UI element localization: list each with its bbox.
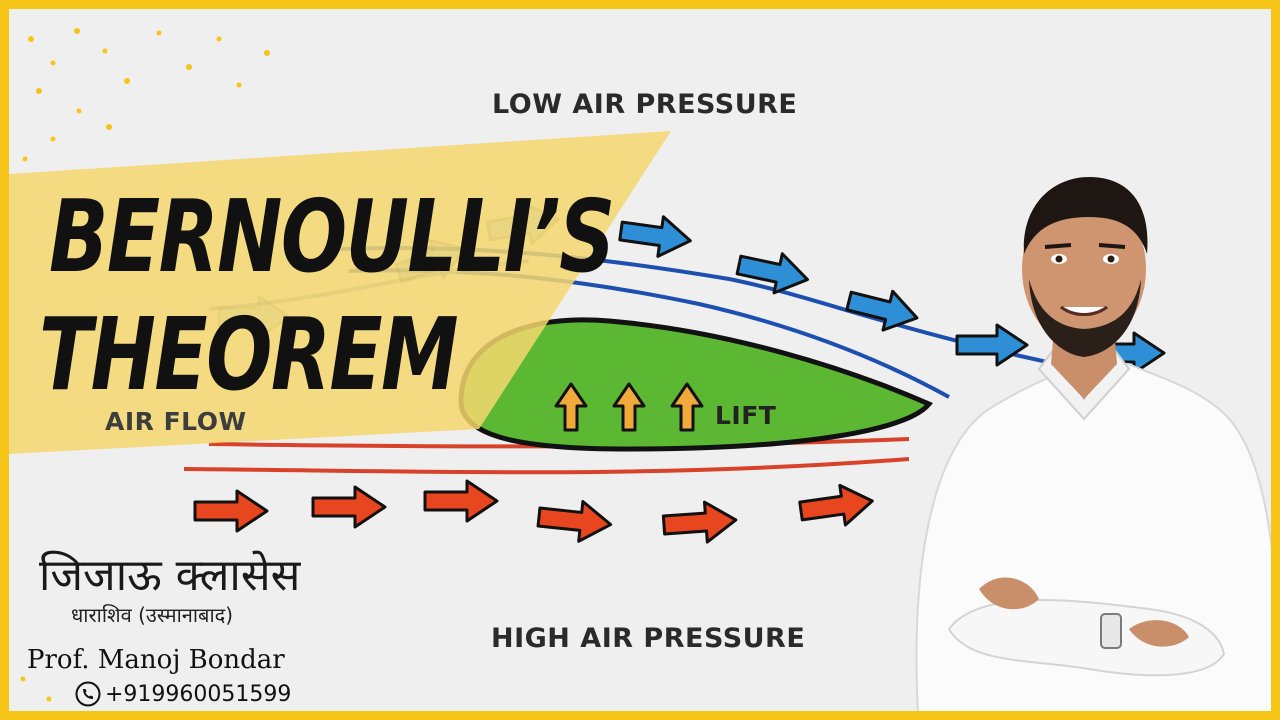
phone-icon: [75, 681, 101, 707]
title-banner: [9, 131, 671, 454]
bottom-streamline-2: [183, 457, 910, 475]
decorative-dots: [20, 28, 270, 702]
title-line-2: THEOREM: [39, 296, 459, 413]
high-pressure-label: HIGH AIR PRESSURE: [491, 623, 806, 654]
title-line-1: BERNOULLI’S: [49, 178, 615, 295]
phone-number: +919960051599: [105, 681, 292, 707]
professor-name: Prof. Manoj Bondar: [27, 645, 285, 675]
presenter-photo: [915, 177, 1271, 711]
air-flow-label: AIR FLOW: [105, 407, 247, 436]
phone-row: +919960051599: [75, 681, 291, 707]
low-pressure-label: LOW AIR PRESSURE: [492, 89, 798, 120]
institute-city: धाराशिव (उस्मानाबाद): [71, 603, 234, 627]
lift-label: LIFT: [715, 401, 777, 430]
institute-name: जिजाऊ क्लासेस: [39, 550, 301, 601]
